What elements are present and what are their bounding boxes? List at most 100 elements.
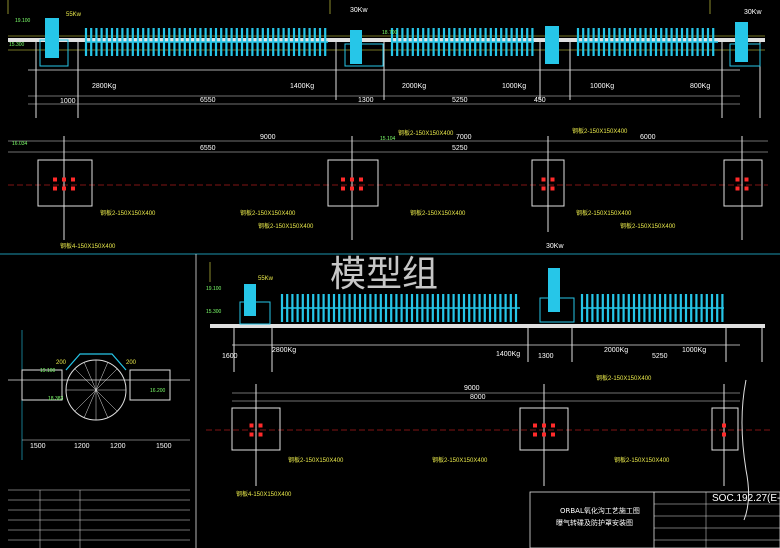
note-plate-b3: 钢板2-150X150X400 xyxy=(614,456,670,464)
anchor-bolt xyxy=(542,432,546,437)
anchor-bolts-bottom-plan xyxy=(249,423,726,437)
dim-1600: 1600 xyxy=(222,353,238,360)
left-table-grid xyxy=(8,489,190,548)
weight-800: 800Kg xyxy=(690,83,710,90)
anchor-bolt xyxy=(722,423,726,428)
note-plate-9b: 钢板2-150X150X400 xyxy=(596,374,652,382)
anchor-bolt xyxy=(62,177,66,182)
weight-1000: 1000Kg xyxy=(502,83,526,90)
top-plan: 9000 7000 6000 6550 5250 16.034 15.104 钢… xyxy=(8,127,768,250)
anchor-bolt xyxy=(533,432,537,437)
note-plate-10: 钢板2-150X150X400 xyxy=(620,222,676,230)
note-plate-8: 钢板2-150X150X400 xyxy=(258,222,314,230)
weight-1400-b: 1400Kg xyxy=(496,351,520,358)
dim-450: 450 xyxy=(534,97,546,104)
power-label-30kw-2: 30Kw xyxy=(744,9,762,16)
aeration-discs-bottom-row xyxy=(280,294,724,322)
motor-unit-5 xyxy=(239,284,271,325)
note-plate-3: 钢板2-150X150X400 xyxy=(100,209,156,217)
level-19100-b: 19.100 xyxy=(206,286,222,292)
anchor-bolt xyxy=(541,186,546,191)
dim-200-right: 200 xyxy=(126,360,137,366)
weight-2000-b: 2000Kg xyxy=(604,347,628,354)
anchor-bolt xyxy=(53,186,57,191)
anchor-bolt xyxy=(744,177,749,182)
level-15300-b: 15.300 xyxy=(206,309,222,315)
dim-5250: 5250 xyxy=(452,97,468,104)
weight-1000-b: 1000Kg xyxy=(590,83,614,90)
motor-unit-1 xyxy=(39,18,69,67)
level-16034: 16.034 xyxy=(12,141,28,147)
anchor-bolt xyxy=(341,186,345,191)
power-label-30kw-3: 30Kw xyxy=(546,243,564,250)
plan-box-1 xyxy=(37,159,93,207)
plan-box-7 xyxy=(711,407,739,451)
anchor-bolt xyxy=(359,177,363,182)
note-plate-1: 钢板2-150X150X400 xyxy=(572,127,628,135)
anchor-bolt xyxy=(249,432,254,437)
bottom-plan: 9000 8000 钢板2-150X150X400 钢板2-150X150X40… xyxy=(206,374,770,521)
dim-1000: 1000 xyxy=(60,98,76,105)
dim-6000: 6000 xyxy=(640,134,656,141)
level-19100-sec: 19.100 xyxy=(40,368,56,374)
weight-2800: 2800Kg xyxy=(92,83,116,90)
power-label-55kw: 55Kw xyxy=(66,12,82,18)
anchor-bolt xyxy=(71,186,75,191)
drawing-number: SOC.192.27(E- xyxy=(712,493,780,504)
dim-9000: 9000 xyxy=(260,134,276,141)
note-plate-6: 钢板2-150X150X400 xyxy=(410,209,466,217)
anchor-bolt xyxy=(550,186,555,191)
anchor-bolt xyxy=(735,177,740,182)
note-plate-7: 钢板2-150X150X400 xyxy=(576,209,632,217)
dim-8000: 8000 xyxy=(470,394,486,401)
weight-1000-b2: 1000Kg xyxy=(682,347,706,354)
aeration-discs-top-row-1 xyxy=(84,28,718,56)
anchor-bolt xyxy=(551,432,555,437)
motor-unit-4 xyxy=(729,22,761,67)
anchor-bolt xyxy=(735,186,740,191)
dim-1500-right: 1500 xyxy=(156,443,172,450)
dim-5250-plan: 5250 xyxy=(452,145,468,152)
anchor-bolt xyxy=(359,186,363,191)
motor-unit-6 xyxy=(539,268,575,323)
dim-1500-left: 1500 xyxy=(30,443,46,450)
note-plate-5: 钢板2-150X150X400 xyxy=(240,209,296,217)
anchor-bolt xyxy=(533,423,537,428)
note-plate-b1: 钢板2-150X150X400 xyxy=(288,456,344,464)
level-19100: 19.100 xyxy=(15,18,31,24)
dim-1200-right: 1200 xyxy=(110,443,126,450)
level-16200: 16.200 xyxy=(150,388,166,394)
dim-6550-plan: 6550 xyxy=(200,145,216,152)
power-label-30kw-1: 30Kw xyxy=(350,7,368,14)
anchor-bolt xyxy=(258,432,263,437)
level-15104: 15.104 xyxy=(380,136,396,142)
bottom-elevation: 55Kw 30Kw 19.100 15.300 2800Kg 1400Kg 20… xyxy=(206,243,765,372)
plan-box-4 xyxy=(723,159,763,207)
dim-7000: 7000 xyxy=(456,134,472,141)
anchor-bolt xyxy=(550,177,555,182)
anchor-bolt xyxy=(258,423,263,428)
anchor-bolt xyxy=(541,177,546,182)
watermark: 模型组 xyxy=(330,254,438,295)
note-plate-b4: 钢板4-150X150X400 xyxy=(236,490,292,498)
weight-1400: 1400Kg xyxy=(290,83,314,90)
plan-box-2 xyxy=(327,159,379,207)
anchor-bolt xyxy=(551,423,555,428)
weight-2000: 2000Kg xyxy=(402,83,426,90)
power-label-55kw-b: 55Kw xyxy=(258,276,274,282)
anchor-bolt xyxy=(249,423,254,428)
dim-200-left: 200 xyxy=(56,360,67,366)
anchor-bolt xyxy=(62,186,66,191)
level-15300: 15.300 xyxy=(9,42,25,48)
dim-5250-b: 5250 xyxy=(652,353,668,360)
anchor-bolt xyxy=(542,423,546,428)
title-line-1: ORBAL氧化沟工艺施工图 xyxy=(560,506,640,515)
motor-unit-2 xyxy=(344,30,384,67)
anchor-bolt xyxy=(722,432,726,437)
weight-2800-b: 2800Kg xyxy=(272,347,296,354)
anchor-bolt xyxy=(350,186,354,191)
top-elevation: 55Kw 30Kw 30Kw 19.100 18.700 15.300 2800… xyxy=(7,0,765,118)
section-detail: 200 200 19.100 18.383 16.200 1500 1200 1… xyxy=(8,330,190,548)
anchor-bolt xyxy=(71,177,75,182)
